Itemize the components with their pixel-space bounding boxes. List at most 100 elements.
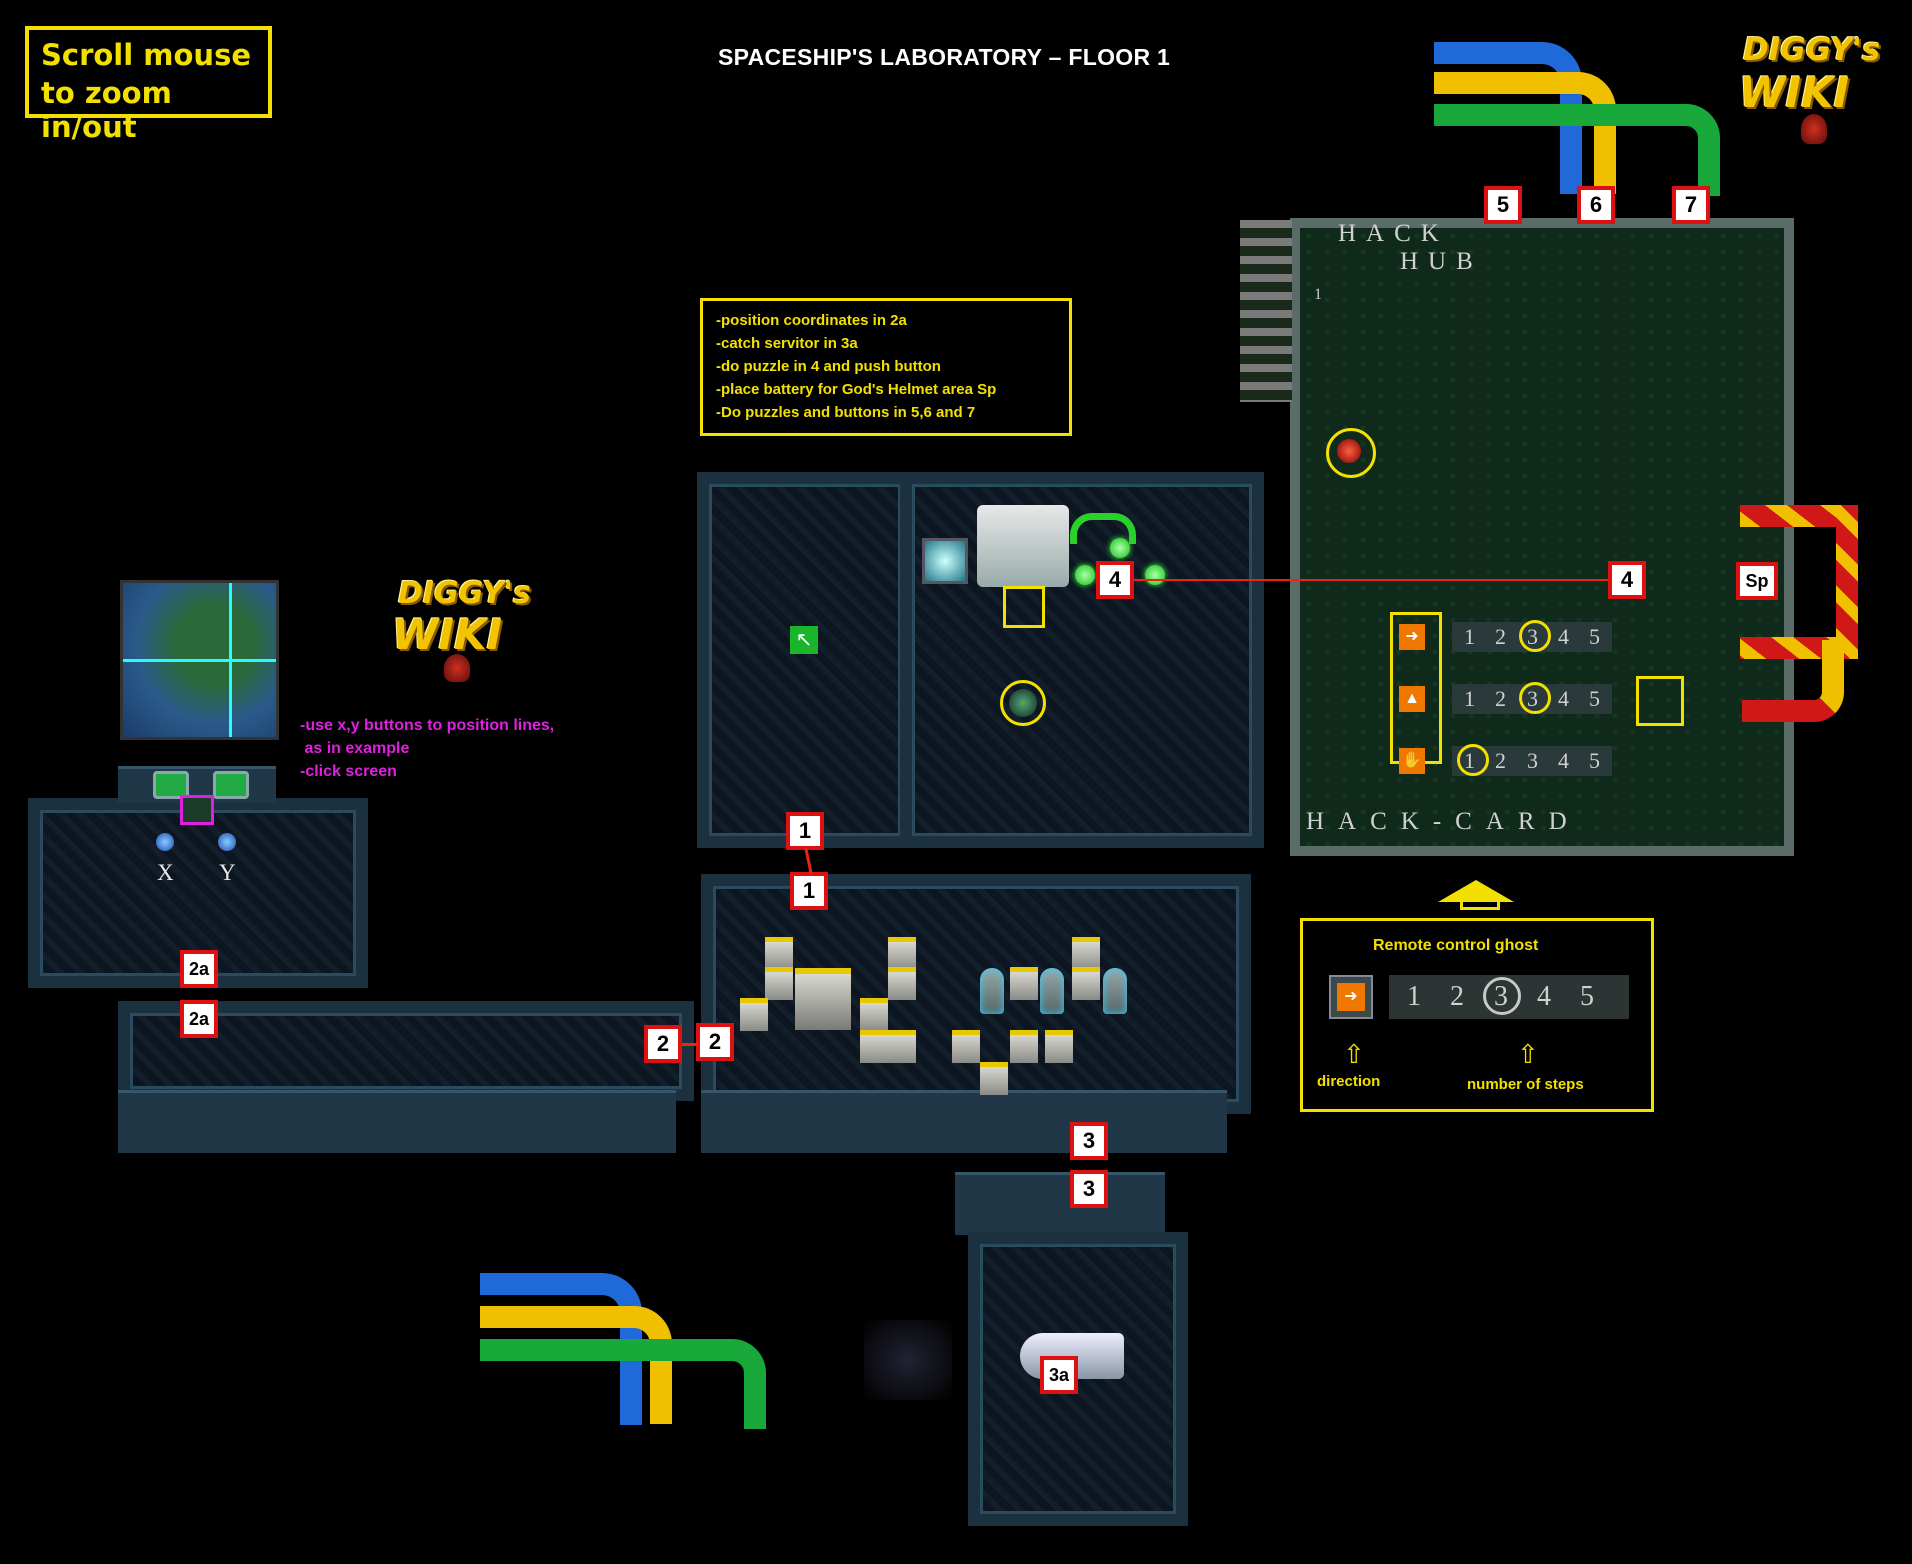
monitor-icon [213,771,249,799]
arrow-right-icon: ➜ [1337,983,1365,1011]
xy-help-1: -use x,y buttons to position lines, [300,717,555,734]
crate [740,998,768,1031]
pipe-yellow-top [1434,72,1616,194]
red-button-icon[interactable] [1337,439,1361,463]
crate [765,937,793,970]
x-label: X [157,860,174,885]
crate [1045,1030,1073,1063]
room-long-corridor [118,1001,694,1101]
green-node-icon [1075,565,1095,585]
cryo-pod [1103,968,1127,1014]
legend-step-1: 1 [1407,981,1421,1012]
step-3-3[interactable]: 3 [1527,748,1538,773]
step-2-4[interactable]: 4 [1558,686,1569,711]
step-2-1[interactable]: 1 [1464,686,1475,711]
step-1-5[interactable]: 5 [1589,624,1600,649]
marker-5: 5 [1484,186,1522,224]
step-3-selected [1457,744,1489,776]
instruction-3: -do puzzle in 4 and push button [716,358,941,375]
marker-3-lower: 3 [1070,1170,1108,1208]
step-3-2[interactable]: 2 [1495,748,1506,773]
step-2-selected [1519,682,1551,714]
marker-6: 6 [1577,186,1615,224]
marker-1-upper: 1 [786,812,824,850]
direction-arrow-icon: ⇧ [1343,1039,1365,1069]
legend-step-3-ring [1483,977,1521,1015]
hack-hub-title-line2: HUB [1400,248,1483,275]
crate [888,967,916,1000]
hack-hub-arrow-stem [1460,901,1500,910]
legend-step-5: 5 [1580,981,1594,1012]
red-button-highlight[interactable] [1326,428,1376,478]
step-1-4[interactable]: 4 [1558,624,1569,649]
room-main-lab [900,472,1264,848]
marker-4-hub: 4 [1608,561,1646,599]
marker-4-lab: 4 [1096,561,1134,599]
step-1-2[interactable]: 2 [1495,624,1506,649]
step-2-5[interactable]: 5 [1589,686,1600,711]
step-1-1[interactable]: 1 [1464,624,1475,649]
step-3-4[interactable]: 4 [1558,748,1569,773]
diggy-mascot-icon [444,654,470,682]
marker-2a-lower: 2a [180,1000,218,1038]
crate [888,937,916,970]
xy-help-3: -click screen [300,763,397,780]
green-node-icon [1145,565,1165,585]
legend-step-2: 2 [1450,981,1464,1012]
servitor-highlight[interactable] [1003,586,1045,628]
hack-hub-arrow-up [1438,880,1514,902]
teleport-pad-icon [922,538,968,584]
marker-3-upper: 3 [1070,1122,1108,1160]
x-button[interactable] [156,833,174,851]
marker-2-right: 2 [696,1023,734,1061]
xy-help-2: as in example [300,740,410,757]
zoom-hint-line1: Scroll mouse [41,38,251,72]
crate [1010,1030,1038,1063]
diggys-wiki-logo-top-right: DIGGY's WIKI [1735,32,1895,144]
hack-hub-panel [1290,218,1794,856]
marker-sp: Sp [1736,562,1778,600]
floor-button-icon[interactable] [1009,689,1037,717]
legend-arrow-card: ➜ [1329,975,1373,1019]
green-tube [1070,513,1136,544]
floor-button-highlight[interactable] [1000,680,1046,726]
pipe-red-yellow-lower [1742,640,1844,722]
arrow-up-card[interactable]: ▲ [1399,686,1425,712]
y-button[interactable] [218,833,236,851]
cryo-pod [980,968,1004,1014]
logo-bottom-text: WIKI [1739,68,1850,117]
space-window [864,1320,952,1400]
coordinate-example-map [120,580,279,740]
pipe-green [480,1339,766,1429]
cryo-pod [1040,968,1064,1014]
marker-7: 7 [1672,186,1710,224]
hack-hub-side-digit: 1 [1314,286,1322,303]
hack-hub-title-line1: HACK [1338,220,1449,247]
arrow-right-card[interactable]: ➜ [1399,624,1425,650]
diggy-mascot-icon [1801,114,1827,144]
crate [1072,937,1100,970]
connector-1 [804,847,813,875]
battery-slot-highlight[interactable] [1636,676,1684,726]
marker-3a: 3a [1040,1356,1078,1394]
instruction-5: -Do puzzles and buttons in 5,6 and 7 [716,404,976,421]
step-3-5[interactable]: 5 [1589,748,1600,773]
diggys-wiki-logo-left: DIGGY's WIKI [388,576,538,686]
marker-2a-upper: 2a [180,950,218,988]
crate [952,1030,980,1063]
zoom-hint-box: Scroll mouse to zoom in/out [25,26,272,144]
green-arrow-tile[interactable]: ↖ [790,626,818,654]
crate [1010,967,1038,1000]
crate [765,967,793,1000]
screen-button-highlight[interactable] [180,795,214,825]
instruction-1: -position coordinates in 2a [716,312,907,329]
direction-label: direction [1317,1073,1381,1090]
crate [980,1062,1008,1095]
hand-card[interactable]: ✋ [1399,748,1425,774]
legend-title: Remote control ghost [1373,937,1539,954]
pipe-green-top [1434,104,1720,196]
connector-2 [682,1043,698,1046]
step-2-2[interactable]: 2 [1495,686,1506,711]
coordinate-line-horizontal [123,659,276,662]
room-ship-bay [968,1232,1188,1526]
